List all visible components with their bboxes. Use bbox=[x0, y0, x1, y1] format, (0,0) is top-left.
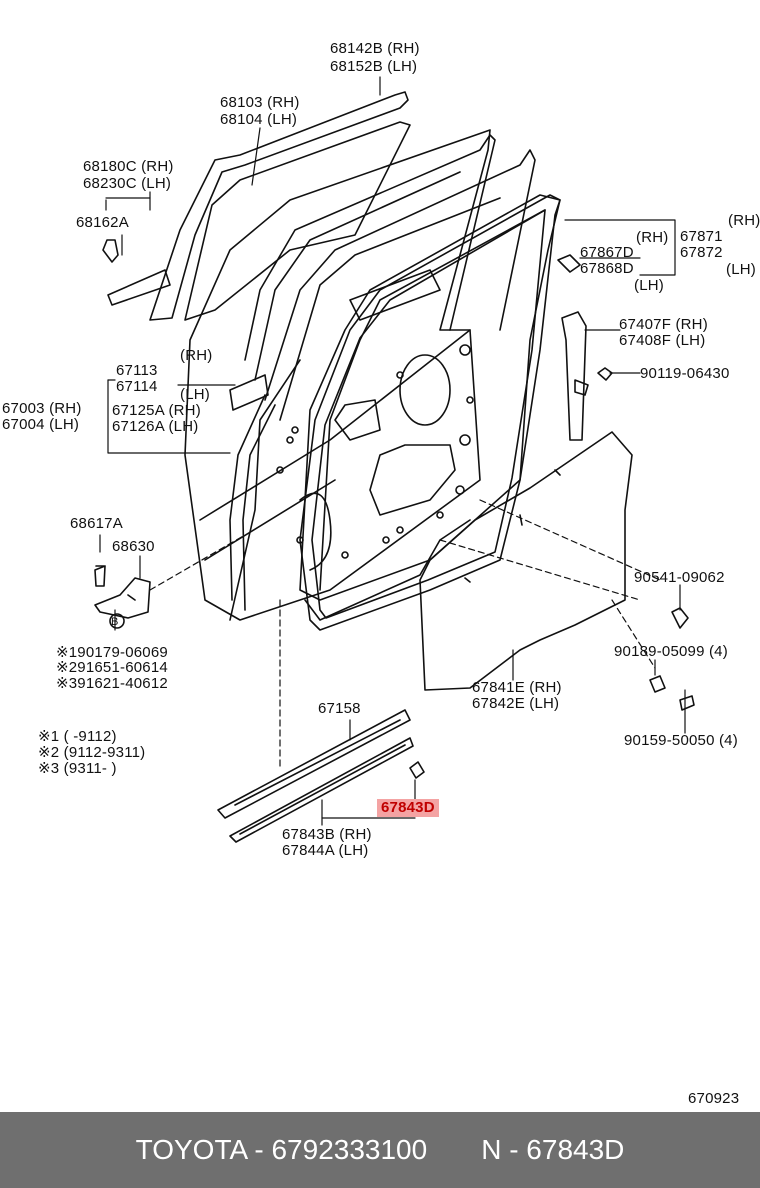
part-67841e: 67841E (RH) bbox=[472, 679, 562, 696]
latch-parts bbox=[557, 254, 695, 711]
note-3: ※391621-40612 bbox=[56, 675, 168, 692]
diagram-number: 670923 bbox=[688, 1090, 740, 1107]
part-68103: 68103 (RH) bbox=[220, 94, 300, 111]
part-67871: 67871 bbox=[680, 228, 723, 245]
note-2: ※291651-60614 bbox=[56, 659, 168, 676]
parts-diagram: 68142B (RH) 68152B (LH) 68103 (RH) 68104… bbox=[2, 40, 760, 1107]
side-lh-3: (LH) bbox=[180, 386, 210, 403]
code-1: ※1 ( -9112) bbox=[38, 728, 117, 745]
door-exploded-view bbox=[94, 76, 695, 843]
callout-lines bbox=[99, 76, 686, 826]
part-67113: 67113 bbox=[116, 362, 158, 379]
side-rh-3: (RH) bbox=[180, 347, 213, 364]
part-67872: 67872 bbox=[680, 244, 723, 261]
part-67125a: 67125A (RH) bbox=[112, 402, 201, 419]
part-90159: 90159-50050 (4) bbox=[624, 732, 738, 749]
part-90541: 90541-09062 bbox=[634, 569, 725, 586]
hinge-parts bbox=[94, 239, 171, 629]
side-lh-1: (LH) bbox=[726, 261, 756, 278]
part-68230c: 68230C (LH) bbox=[83, 175, 172, 192]
part-67843b: 67843B (RH) bbox=[282, 826, 372, 843]
side-rh-2: (RH) bbox=[636, 229, 669, 246]
part-68104: 68104 (LH) bbox=[220, 111, 298, 128]
sill-parts bbox=[217, 709, 425, 843]
part-68617a: 68617A bbox=[70, 515, 123, 532]
part-68162a: 68162A bbox=[76, 214, 129, 231]
part-68142b: 68142B (RH) bbox=[330, 40, 420, 57]
part-67004: 67004 (LH) bbox=[2, 416, 80, 433]
part-67844a: 67844A (LH) bbox=[282, 842, 369, 859]
part-67867d: 67867D bbox=[580, 244, 634, 261]
door-shell bbox=[184, 129, 491, 621]
part-90189: 90189-05099 (4) bbox=[614, 643, 728, 660]
part-67868d: 67868D bbox=[580, 260, 634, 277]
part-68180c: 68180C (RH) bbox=[83, 158, 174, 175]
side-rh-1: (RH) bbox=[728, 212, 760, 229]
footer-bar: TOYOTA - 6792333100 N - 67843D bbox=[0, 1112, 760, 1188]
part-67003: 67003 (RH) bbox=[2, 400, 82, 417]
code-2: ※2 (9112-9311) bbox=[38, 744, 146, 761]
part-67114: 67114 bbox=[116, 378, 158, 395]
part-68152b: 68152B (LH) bbox=[330, 58, 418, 75]
glass-run bbox=[149, 91, 411, 321]
part-67842e: 67842E (LH) bbox=[472, 695, 560, 712]
part-67158: 67158 bbox=[318, 700, 361, 717]
window-glass bbox=[244, 134, 536, 421]
part-90119: 90119-06430 bbox=[640, 365, 730, 382]
part-68630: 68630 bbox=[112, 538, 155, 555]
part-67408f: 67408F (LH) bbox=[619, 332, 706, 349]
weatherstrip bbox=[229, 194, 561, 631]
note-1: ※190179-06069 bbox=[56, 644, 168, 661]
hole-cover bbox=[419, 431, 633, 691]
part-67126a: 67126A (LH) bbox=[112, 418, 199, 435]
side-lh-2: (LH) bbox=[634, 277, 664, 294]
code-3: ※3 (9311- ) bbox=[38, 760, 117, 777]
part-67407f: 67407F (RH) bbox=[619, 316, 708, 333]
part-67843d-highlighted[interactable]: 67843D bbox=[377, 799, 439, 817]
footer-ref: N - 67843D bbox=[481, 1134, 625, 1165]
footer-brand-part: TOYOTA - 6792333100 bbox=[135, 1134, 428, 1165]
bolt-b-marker: B bbox=[111, 616, 119, 628]
leader-lines bbox=[149, 499, 661, 771]
